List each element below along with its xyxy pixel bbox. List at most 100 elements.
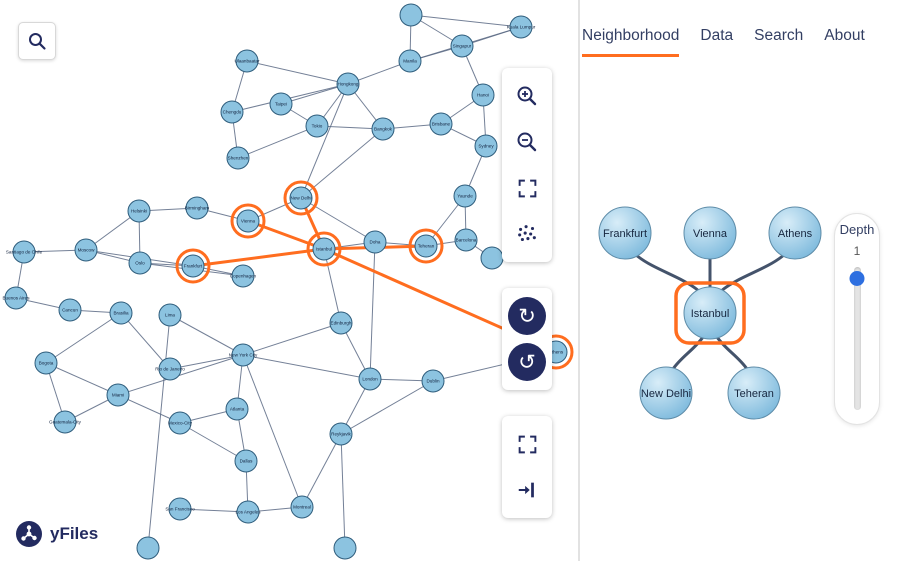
graph-node[interactable] <box>358 367 382 391</box>
graph-edge <box>300 197 376 243</box>
graph-node[interactable] <box>158 303 182 327</box>
graph-edge <box>340 433 346 549</box>
graph-node[interactable] <box>398 49 422 73</box>
graph-node[interactable] <box>450 34 474 58</box>
panel-tabs: Neighborhood Data Search About <box>582 27 865 57</box>
graph-node[interactable] <box>109 301 133 325</box>
zoom-out-button[interactable] <box>504 119 550 165</box>
fit-content-button[interactable] <box>504 165 550 211</box>
neighborhood-node[interactable] <box>598 206 652 260</box>
graph-node[interactable] <box>226 146 250 170</box>
graph-node[interactable] <box>509 15 533 39</box>
graph-node[interactable] <box>168 411 192 435</box>
graph-node[interactable] <box>127 199 151 223</box>
city-graph[interactable]: Kuala LumpurSingapurManilaUlaanbaatarHon… <box>0 0 578 561</box>
zoom-in-button[interactable] <box>504 73 550 119</box>
graph-node[interactable] <box>305 114 329 138</box>
graph-edge <box>169 354 244 370</box>
graph-edge <box>300 128 384 199</box>
graph-edge <box>237 125 318 159</box>
fullscreen-button[interactable] <box>504 421 550 467</box>
neighborhood-node[interactable] <box>639 366 693 420</box>
depth-slider-track[interactable] <box>849 267 865 410</box>
graph-node[interactable] <box>220 100 244 124</box>
tab-neighborhood[interactable]: Neighborhood <box>582 27 680 57</box>
graph-node[interactable] <box>329 422 353 446</box>
graph-node[interactable] <box>289 186 313 210</box>
graph-edge <box>246 60 349 85</box>
graph-node[interactable] <box>12 240 36 264</box>
neighborhood-node[interactable] <box>727 366 781 420</box>
graph-node[interactable] <box>181 254 205 278</box>
highlighted-edge <box>246 219 326 251</box>
graph-node[interactable] <box>421 369 445 393</box>
layout-reset-button[interactable]: ↺ <box>508 343 546 381</box>
graph-edge <box>242 354 303 508</box>
graph-node[interactable] <box>333 536 357 560</box>
graph-node[interactable] <box>290 495 314 519</box>
organic-layout-button[interactable] <box>504 211 550 257</box>
tab-about[interactable]: About <box>824 27 865 44</box>
graph-node[interactable] <box>429 112 453 136</box>
graph-node[interactable] <box>480 246 504 270</box>
graph-edge <box>147 314 171 549</box>
yfiles-logo[interactable]: yFiles <box>16 521 98 547</box>
graph-node[interactable] <box>231 264 255 288</box>
graph-node[interactable] <box>453 184 477 208</box>
graph-node[interactable] <box>312 237 336 261</box>
yfiles-logo-text: yFiles <box>50 524 99 543</box>
graph-edge <box>45 362 119 396</box>
graph-node[interactable] <box>74 238 98 262</box>
graph-node[interactable] <box>235 49 259 73</box>
graph-node[interactable] <box>414 234 438 258</box>
graph-edge <box>323 248 342 324</box>
graph-node[interactable] <box>136 536 160 560</box>
search-button[interactable] <box>18 22 56 60</box>
graph-edge <box>117 354 244 396</box>
graph-node[interactable] <box>53 410 77 434</box>
graph-node[interactable] <box>58 298 82 322</box>
graph-node[interactable] <box>336 72 360 96</box>
graph-node[interactable] <box>269 92 293 116</box>
graph-edge <box>340 380 434 435</box>
tab-data[interactable]: Data <box>700 27 734 44</box>
neighborhood-node[interactable] <box>768 206 822 260</box>
graph-node[interactable] <box>471 83 495 107</box>
graph-node[interactable] <box>168 497 192 521</box>
fullscreen-icon <box>518 435 536 453</box>
scatter-dots-icon <box>518 225 536 242</box>
yfiles-logo-icon <box>16 521 42 547</box>
graph-edge <box>242 322 342 356</box>
graph-node[interactable] <box>231 343 255 367</box>
graph-node[interactable] <box>399 3 423 27</box>
graph-node[interactable] <box>106 383 130 407</box>
toolbar-zoom-group <box>502 68 552 262</box>
panel-divider <box>578 0 580 561</box>
graph-node[interactable] <box>234 449 258 473</box>
graph-node[interactable] <box>185 196 209 220</box>
graph-node[interactable] <box>474 134 498 158</box>
exit-sidebar-button[interactable] <box>504 467 550 513</box>
layout-refresh-button[interactable]: ↻ <box>508 297 546 335</box>
toolbar-layout-group: ↻ ↺ <box>502 288 552 390</box>
graph-node[interactable] <box>363 230 387 254</box>
neighborhood-node[interactable] <box>683 206 737 260</box>
neighborhood-node[interactable] <box>683 286 737 340</box>
graph-node[interactable] <box>236 209 260 233</box>
graph-node[interactable] <box>454 228 478 252</box>
tab-search[interactable]: Search <box>754 27 804 44</box>
graph-node[interactable] <box>371 117 395 141</box>
graph-node[interactable] <box>4 286 28 310</box>
graph-node[interactable] <box>158 357 182 381</box>
graph-edge <box>120 312 171 370</box>
graph-node[interactable] <box>225 397 249 421</box>
graph-node[interactable] <box>34 351 58 375</box>
graph-edge <box>301 433 342 508</box>
highlighted-edge <box>191 247 326 268</box>
graph-node[interactable] <box>128 251 152 275</box>
graph-edge <box>300 83 349 199</box>
graph-node[interactable] <box>329 311 353 335</box>
graph-node[interactable] <box>236 500 260 524</box>
depth-slider-thumb[interactable] <box>849 271 865 286</box>
